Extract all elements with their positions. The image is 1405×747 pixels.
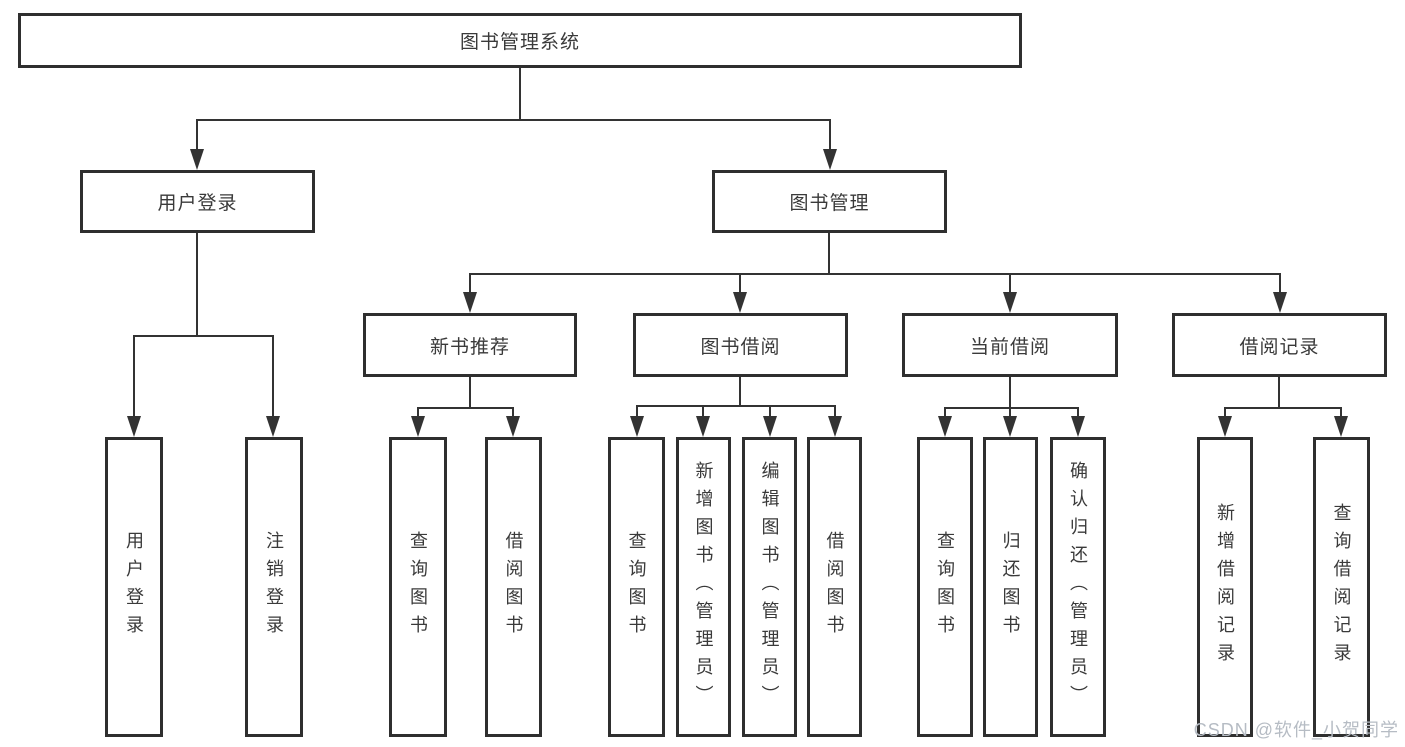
connector-line [1278, 377, 1280, 409]
connector-line [636, 405, 638, 419]
arrowhead-icon [1218, 416, 1232, 437]
arrowhead-icon [1003, 292, 1017, 313]
connector-line [196, 233, 198, 337]
csdn-watermark: CSDN @软件_小贺同学 [1193, 720, 1399, 740]
leaf-label: 查询图书 [935, 531, 955, 643]
arrowhead-icon [938, 416, 952, 437]
arrowhead-icon [696, 416, 710, 437]
node-label: 新书推荐 [429, 336, 510, 358]
connector-line [1340, 407, 1342, 421]
connector-line [272, 335, 274, 419]
connector-line [1224, 407, 1226, 421]
node-current-borrow: 当前借阅 [902, 313, 1118, 377]
node-label: 图书管理 [789, 193, 870, 214]
arrowhead-icon [506, 416, 520, 437]
leaf-edit-book-admin: 编辑图书（管理员） [742, 437, 797, 737]
connector-line [829, 119, 831, 153]
connector-line [133, 335, 274, 337]
arrowhead-icon [266, 416, 280, 437]
arrowhead-icon [828, 416, 842, 437]
leaf-label: 借阅图书 [503, 531, 524, 643]
connector-line [469, 273, 1281, 275]
node-library-management-system: 图书管理系统 [18, 13, 1022, 68]
leaf-label: 确认归还（管理员） [1068, 461, 1088, 713]
arrowhead-icon [411, 416, 425, 437]
arrowhead-icon [1334, 416, 1348, 437]
connector-line [702, 405, 704, 419]
connector-line [739, 273, 741, 297]
leaf-label: 编辑图书（管理员） [759, 461, 780, 713]
connector-line [196, 119, 831, 121]
connector-line [739, 377, 741, 407]
connector-line [469, 273, 471, 297]
connector-line [417, 407, 419, 421]
leaf-borrow-book-recommend: 借阅图书 [485, 437, 542, 737]
node-label: 图书借阅 [700, 336, 781, 358]
arrowhead-icon [733, 292, 747, 313]
connector-line [1009, 377, 1011, 409]
node-label: 图书管理系统 [459, 32, 580, 53]
leaf-query-book-recommend: 查询图书 [389, 437, 447, 737]
node-book-management: 图书管理 [712, 170, 947, 233]
connector-line [834, 405, 836, 419]
arrowhead-icon [463, 292, 477, 313]
node-label: 借阅记录 [1239, 336, 1320, 358]
node-label: 用户登录 [157, 193, 238, 214]
arrowhead-icon [823, 149, 837, 170]
arrowhead-icon [127, 416, 141, 437]
arrowhead-icon [763, 416, 777, 437]
leaf-add-borrow-record: 新增借阅记录 [1197, 437, 1253, 737]
leaf-label: 查询图书 [626, 531, 647, 643]
arrowhead-icon [1003, 416, 1017, 437]
leaf-user-login: 用户登录 [105, 437, 163, 737]
arrowhead-icon [1071, 416, 1085, 437]
leaf-label: 新增图书（管理员） [693, 461, 714, 713]
connector-line [417, 407, 514, 409]
connector-line [1009, 407, 1011, 421]
leaf-add-book-admin: 新增图书（管理员） [676, 437, 731, 737]
leaf-label: 查询图书 [408, 531, 428, 643]
leaf-return-book: 归还图书 [983, 437, 1038, 737]
leaf-label: 用户登录 [124, 531, 144, 643]
leaf-label: 注销登录 [264, 531, 284, 643]
node-borrow-record: 借阅记录 [1172, 313, 1387, 377]
leaf-logout: 注销登录 [245, 437, 303, 737]
leaf-label: 归还图书 [1000, 531, 1021, 643]
connector-line [469, 377, 471, 409]
node-user-login: 用户登录 [80, 170, 315, 233]
node-book-borrow: 图书借阅 [633, 313, 848, 377]
connector-line [519, 68, 521, 120]
leaf-confirm-return-admin: 确认归还（管理员） [1050, 437, 1106, 737]
connector-line [944, 407, 946, 421]
connector-line [636, 405, 836, 407]
leaf-label: 查询借阅记录 [1331, 503, 1352, 671]
arrowhead-icon [190, 149, 204, 170]
connector-line [196, 119, 198, 153]
node-new-book-recommend: 新书推荐 [363, 313, 577, 377]
connector-line [769, 405, 771, 419]
leaf-label: 新增借阅记录 [1215, 503, 1235, 671]
connector-line [1224, 407, 1342, 409]
connector-line [1077, 407, 1079, 421]
connector-line [512, 407, 514, 421]
connector-line [1009, 273, 1011, 297]
leaf-label: 借阅图书 [824, 531, 845, 643]
node-label: 当前借阅 [969, 336, 1050, 358]
leaf-query-borrow-record: 查询借阅记录 [1313, 437, 1370, 737]
leaf-query-book-borrow: 查询图书 [608, 437, 665, 737]
connector-line [133, 335, 135, 419]
connector-line [1279, 273, 1281, 297]
leaf-query-book-current: 查询图书 [917, 437, 973, 737]
leaf-borrow-book: 借阅图书 [807, 437, 862, 737]
arrowhead-icon [1273, 292, 1287, 313]
arrowhead-icon [630, 416, 644, 437]
connector-line [944, 407, 1079, 409]
connector-line [828, 233, 830, 275]
